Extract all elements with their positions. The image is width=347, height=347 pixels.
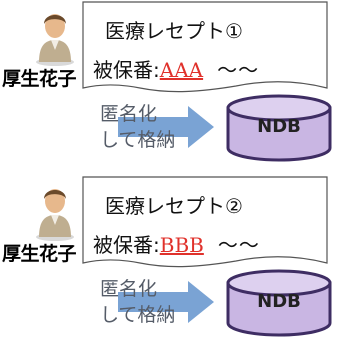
insured-number-line: 被保番:BBB ～～: [93, 229, 260, 258]
anonymize-line-2: して格納: [100, 304, 176, 326]
person-name: 厚生花子: [2, 68, 77, 90]
insured-number-label: 被保番:: [93, 233, 160, 257]
database-label: NDB: [257, 291, 301, 312]
receipt-panel-2: 厚生花子 医療レセプト② 被保番:BBB ～～ 匿名化 して格納 NDB: [0, 175, 347, 345]
insured-number-value: BBB: [159, 233, 204, 257]
anonymize-caption: 匿名化 して格納: [100, 101, 175, 153]
anonymize-line-1: 匿名化: [100, 103, 158, 125]
database-label: NDB: [257, 116, 301, 137]
person-icon: [36, 189, 74, 241]
insured-number-value: AAA: [159, 58, 204, 82]
tilde-mark: ～～: [217, 58, 260, 82]
person-icon: [36, 14, 74, 66]
diagram-shapes: [82, 176, 332, 337]
diagram-shapes: [82, 1, 332, 162]
receipt-panel-1: 厚生花子 医療レセプト① 被保番:AAA ～～ 匿名化 して格納 NDB: [0, 0, 347, 170]
database-icon: [226, 94, 332, 162]
anonymize-caption: 匿名化 して格納: [100, 276, 175, 328]
insured-number-label: 被保番:: [93, 58, 160, 82]
receipt-document: [82, 176, 328, 268]
tilde-mark: ～～: [217, 233, 260, 257]
receipt-document: [82, 1, 328, 93]
anonymize-line-2: して格納: [100, 129, 176, 151]
person-name: 厚生花子: [2, 243, 77, 265]
anonymize-line-1: 匿名化: [100, 278, 158, 300]
insured-number-line: 被保番:AAA ～～: [93, 54, 259, 83]
receipt-title: 医療レセプト①: [105, 19, 243, 43]
database-icon: [226, 269, 332, 337]
arrow-icon: [118, 106, 214, 148]
arrow-icon: [118, 281, 214, 323]
receipt-title: 医療レセプト②: [105, 194, 243, 218]
